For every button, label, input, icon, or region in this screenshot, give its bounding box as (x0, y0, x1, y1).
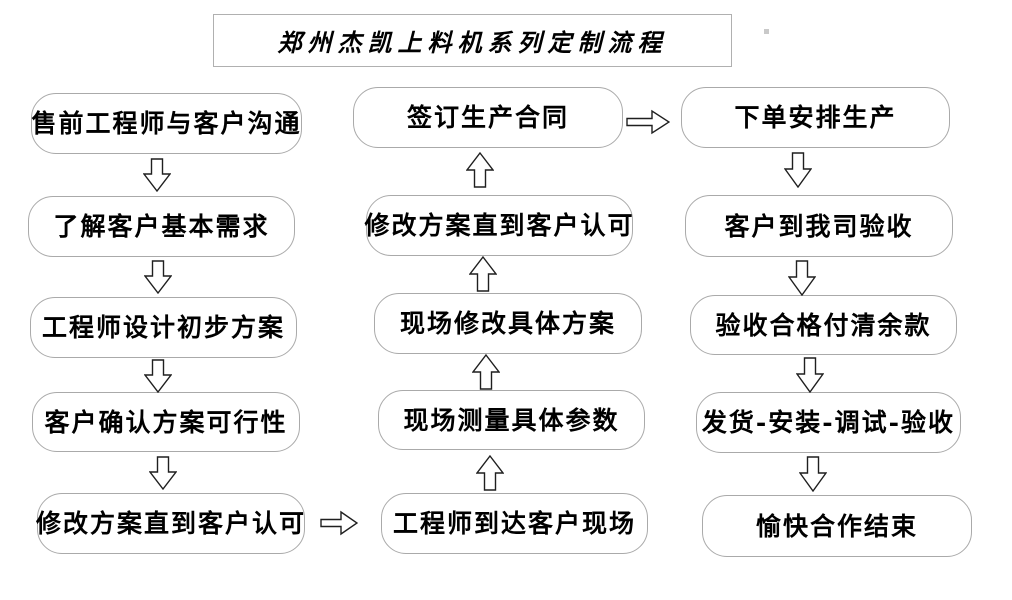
step-happy-cooperation-end: 愉快合作结束 (702, 495, 972, 557)
down-arrow-icon (784, 152, 812, 188)
step-label: 修改方案直到客户认可 (364, 211, 635, 240)
step-label: 售前工程师与客户沟通 (31, 109, 302, 138)
step-onsite-measure-params: 现场测量具体参数 (378, 390, 645, 450)
down-arrow-icon (799, 456, 827, 492)
step-engineer-arrive-site: 工程师到达客户现场 (381, 493, 648, 554)
step-label: 客户到我司验收 (724, 211, 914, 241)
step-pay-balance: 验收合格付清余款 (690, 295, 957, 355)
step-initial-design: 工程师设计初步方案 (30, 297, 297, 358)
step-label: 发货-安装-调试-验收 (701, 408, 956, 437)
right-arrow-icon (320, 510, 358, 536)
flowchart-title-box: 郑州杰凯上料机系列定制流程 (213, 14, 732, 67)
step-label: 愉快合作结束 (755, 511, 918, 541)
step-label: 了解客户基本需求 (53, 212, 270, 241)
down-arrow-icon (788, 260, 816, 296)
right-arrow-icon (626, 109, 670, 135)
step-revise-until-approved-left: 修改方案直到客户认可 (36, 493, 307, 554)
step-label: 工程师设计初步方案 (41, 313, 285, 342)
step-label: 签订生产合同 (406, 103, 569, 132)
step-understand-needs: 了解客户基本需求 (28, 196, 295, 257)
stray-mark (764, 29, 769, 34)
up-arrow-icon (472, 354, 500, 390)
step-confirm-feasibility: 客户确认方案可行性 (32, 392, 300, 452)
step-sign-contract: 签订生产合同 (353, 87, 623, 148)
down-arrow-icon (144, 359, 172, 393)
step-label: 修改方案直到客户认可 (36, 509, 307, 538)
step-label: 工程师到达客户现场 (392, 509, 636, 538)
down-arrow-icon (144, 260, 172, 294)
step-customer-acceptance: 客户到我司验收 (685, 195, 953, 257)
up-arrow-icon (476, 455, 504, 491)
down-arrow-icon (143, 158, 171, 192)
step-revise-until-approved-mid: 修改方案直到客户认可 (364, 195, 635, 256)
step-place-order-production: 下单安排生产 (681, 87, 950, 148)
step-onsite-modify-plan: 现场修改具体方案 (374, 293, 642, 354)
step-label: 客户确认方案可行性 (44, 407, 288, 437)
down-arrow-icon (796, 357, 824, 393)
up-arrow-icon (469, 256, 497, 292)
step-presales-communication: 售前工程师与客户沟通 (31, 93, 302, 154)
down-arrow-icon (149, 456, 177, 490)
step-label: 下单安排生产 (734, 103, 897, 132)
step-label: 现场测量具体参数 (403, 405, 620, 435)
up-arrow-icon (466, 152, 494, 188)
flowchart-title: 郑州杰凯上料机系列定制流程 (277, 28, 668, 57)
step-label: 现场修改具体方案 (399, 309, 616, 338)
step-label: 验收合格付清余款 (715, 310, 932, 340)
step-ship-install-debug-accept: 发货-安装-调试-验收 (696, 392, 961, 453)
